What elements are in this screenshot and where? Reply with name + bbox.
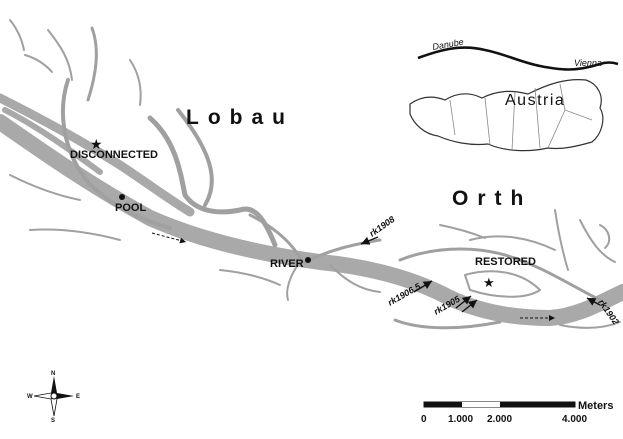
scale-bar: Meters 0 1.000 2.000 4.000 <box>421 400 613 425</box>
rk-label-rk1908: rk1908 <box>367 214 396 239</box>
site-label-disconnected: DISCONNECTED <box>70 149 158 161</box>
austria-outline <box>409 79 604 152</box>
lobau-bend <box>176 108 214 207</box>
scale-bar-segment <box>500 402 575 407</box>
lobau-creek-2 <box>24 54 53 73</box>
river-site-arm-2 <box>303 238 382 264</box>
scale-tick-label: 0 <box>421 414 427 425</box>
rk-arrow <box>586 297 601 306</box>
compass-w: W <box>27 394 33 400</box>
inset-danube <box>417 46 601 71</box>
danube-upper-arm <box>0 93 195 217</box>
flow-direction-arrow <box>151 232 187 244</box>
compass-e: E <box>76 394 80 400</box>
scale-tick-label: 1.000 <box>448 414 473 425</box>
scale-bar-segment <box>462 402 500 407</box>
site-point-river <box>305 257 311 263</box>
region-label-lobau: Lobau <box>186 106 294 129</box>
orth-creek-1 <box>554 209 569 271</box>
compass-s: S <box>51 418 55 424</box>
rk-arrow <box>360 236 379 245</box>
site-disconnected: ★ DISCONNECTED <box>70 136 158 161</box>
orth-loop <box>464 270 541 298</box>
site-restored: RESTORED ★ <box>475 256 536 290</box>
scale-bar-unit: Meters <box>578 400 613 412</box>
rk-arrow <box>461 299 478 313</box>
inset-austria-label: Austria <box>505 92 565 109</box>
inset-frame <box>403 30 618 180</box>
rk-arrow <box>413 280 433 293</box>
site-point-pool <box>119 194 125 200</box>
orth-side-arm-2 <box>469 235 556 251</box>
austria-state-borders <box>449 83 593 151</box>
danube-upper-arm-2 <box>2 107 103 175</box>
lobau-side-arm-north <box>86 26 98 102</box>
scale-tick-label: 2.000 <box>487 414 512 425</box>
orth-creek-2 <box>579 219 616 263</box>
lobau-side-arm-central <box>147 115 278 248</box>
site-label-restored: RESTORED <box>475 256 536 268</box>
inset-map: Danube Vienna Austria <box>403 30 619 180</box>
river-site-arm-5 <box>219 269 281 286</box>
orth-pond <box>599 224 611 249</box>
site-river: RIVER <box>270 257 311 270</box>
river-site-arm-4 <box>329 264 381 293</box>
lobau-creek-1 <box>47 29 73 81</box>
inset-vienna-label: Vienna <box>574 58 602 68</box>
orth-side-arm-1 <box>398 247 602 302</box>
region-label-orth: Orth <box>452 187 532 210</box>
lobau-creek-6 <box>9 19 25 51</box>
river-site-arm-1 <box>248 213 302 260</box>
site-pool: POOL <box>115 194 146 214</box>
orth-creek-3 <box>439 224 486 239</box>
river-site-arm-3 <box>286 261 301 301</box>
compass-n: N <box>51 371 55 377</box>
site-label-pool: POOL <box>115 202 146 214</box>
lobau-creek-5 <box>29 228 121 241</box>
lobau-creek-3 <box>129 59 142 106</box>
site-label-river: RIVER <box>270 258 304 270</box>
scale-tick-label: 4.000 <box>562 414 587 425</box>
star-icon: ★ <box>483 275 495 290</box>
lobau-creek-4 <box>9 174 81 201</box>
lobau-side-arm-west <box>61 78 172 230</box>
scale-bar-segment <box>424 402 462 407</box>
star-icon: ★ <box>90 136 103 152</box>
orth-lower-arm <box>393 318 502 330</box>
rk-arrow <box>455 295 472 309</box>
orth-lower-arm-2 <box>559 321 621 329</box>
inset-danube-tail <box>599 61 619 66</box>
compass-rose-icon: N S E W <box>27 371 80 424</box>
